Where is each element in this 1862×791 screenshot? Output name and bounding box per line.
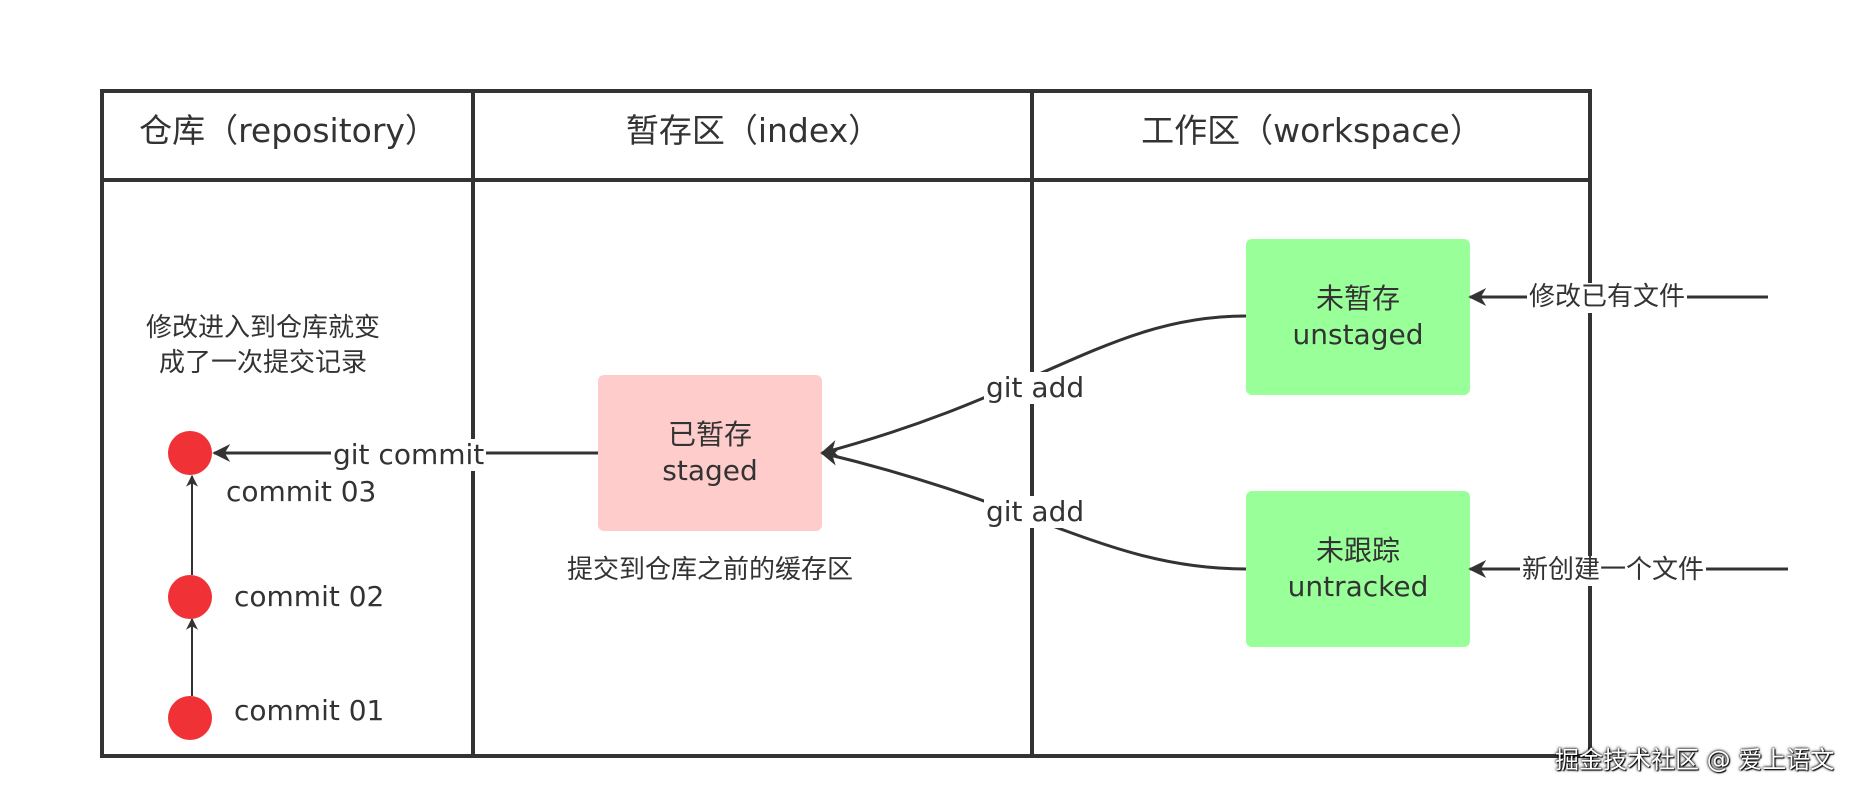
commit-03-node bbox=[168, 431, 212, 475]
unstaged-label-cn: 未暂存 bbox=[1315, 281, 1400, 315]
commit-01-label: commit 01 bbox=[234, 694, 385, 727]
header-workspace: 工作区（workspace） bbox=[1141, 111, 1483, 150]
git-commit-label: git commit bbox=[331, 438, 487, 472]
untracked-label-en: untracked bbox=[1287, 570, 1429, 603]
new-file-label: 新创建一个文件 bbox=[1520, 555, 1707, 586]
untracked-label-cn: 未跟踪 bbox=[1315, 533, 1400, 567]
repository-note: 修改进入到仓库就变 成了一次提交记录 bbox=[128, 311, 398, 381]
git-add-top-edge bbox=[820, 314, 1247, 458]
unstaged-box: 未暂存 unstaged bbox=[1246, 239, 1470, 395]
commit-02-node bbox=[168, 575, 212, 619]
untracked-box-shape bbox=[1246, 491, 1470, 647]
commit-02-label: commit 02 bbox=[234, 580, 385, 613]
repository-note-line1: 修改进入到仓库就变 bbox=[145, 313, 380, 343]
untracked-box: 未跟踪 untracked bbox=[1246, 491, 1470, 647]
header-index: 暂存区（index） bbox=[625, 111, 882, 150]
modify-file-label: 修改已有文件 bbox=[1527, 282, 1688, 313]
git-add-top-label: git add bbox=[984, 371, 1087, 405]
unstaged-label-en: unstaged bbox=[1292, 318, 1424, 351]
unstaged-box-shape bbox=[1246, 239, 1470, 395]
commit-03-label: commit 03 bbox=[226, 475, 377, 508]
commit-01-node bbox=[168, 696, 212, 740]
table-frame bbox=[100, 89, 1592, 758]
header-repository: 仓库（repository） bbox=[139, 111, 438, 150]
repository-note-line2: 成了一次提交记录 bbox=[158, 348, 367, 379]
watermark: 掘金技术社区 @ 爱上语文 bbox=[1555, 746, 1835, 774]
git-add-bottom-edge bbox=[820, 448, 1247, 571]
index-note: 提交到仓库之前的缓存区 bbox=[566, 555, 853, 585]
git-add-bottom-label: git add bbox=[984, 495, 1087, 529]
staged-label-en: staged bbox=[662, 454, 758, 487]
staged-box-shape bbox=[598, 375, 822, 531]
staged-box: 已暂存 staged bbox=[598, 375, 822, 531]
staged-label-cn: 已暂存 bbox=[667, 417, 752, 451]
